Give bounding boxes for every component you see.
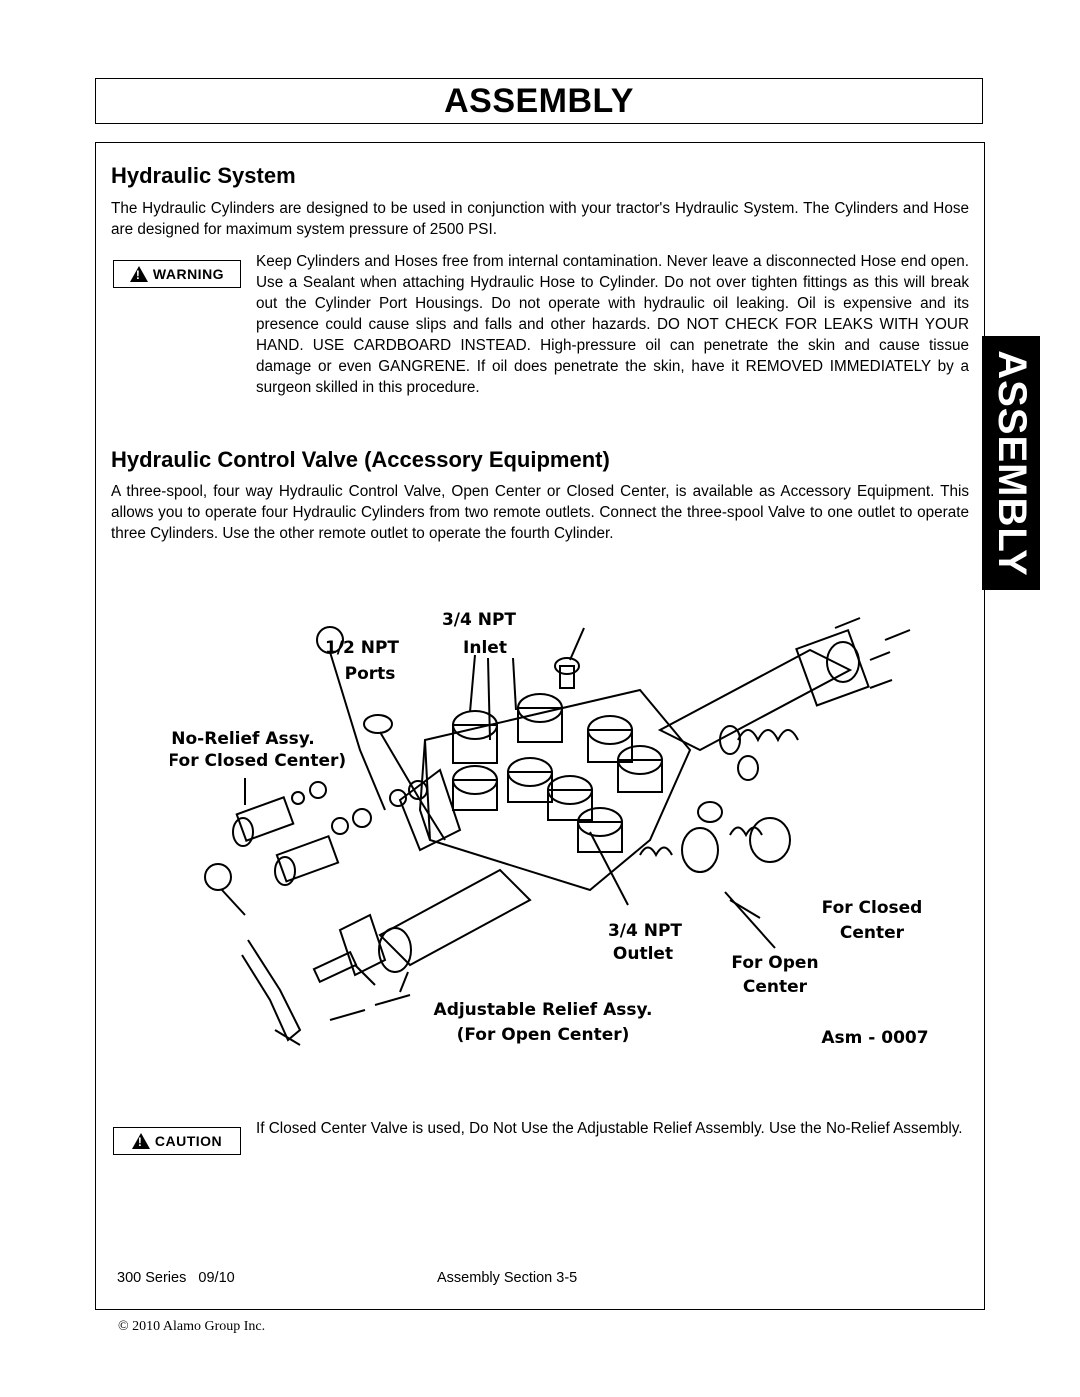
copyright: © 2010 Alamo Group Inc. xyxy=(118,1319,266,1334)
page-header: ASSEMBLY xyxy=(95,78,983,124)
caution-sign: CAUTION xyxy=(113,1127,241,1155)
warning-text: Keep Cylinders and Hoses free from inter… xyxy=(256,253,969,396)
label-norelief: No-Relief Assy. xyxy=(171,729,314,749)
control-valve-text: A three-spool, four way Hydraulic Contro… xyxy=(111,483,969,542)
label-closed-center: Center xyxy=(840,923,905,943)
side-tab-label: ASSEMBLY xyxy=(989,349,1034,577)
label-adjustable-relief-sub: (For Open Center) xyxy=(457,1025,630,1045)
footer-section: Assembly Section 3-5 xyxy=(437,1270,578,1286)
label-outlet-npt: 3/4 NPT xyxy=(608,921,682,941)
warning-icon xyxy=(129,266,148,282)
hydraulic-system-intro: The Hydraulic Cylinders are designed to … xyxy=(111,200,969,238)
caution-icon xyxy=(131,1133,150,1149)
page-title: ASSEMBLY xyxy=(444,81,634,120)
label-for-closed: For Closed xyxy=(822,898,923,918)
label-open-center: Center xyxy=(743,977,808,997)
label-asm-number: Asm - 0007 xyxy=(821,1028,928,1048)
content-frame xyxy=(95,142,985,1310)
warning-label: WARNING xyxy=(152,266,225,282)
label-outlet: Outlet xyxy=(613,944,673,964)
label-inlet-npt: 3/4 NPT xyxy=(442,610,516,630)
label-adjustable-relief: Adjustable Relief Assy. xyxy=(434,1000,653,1020)
footer-series: 300 Series 09/10 xyxy=(117,1270,235,1286)
label-ports: Ports xyxy=(345,664,396,684)
label-norelief-sub: (For Closed Center) xyxy=(170,751,346,771)
label-inlet: Inlet xyxy=(463,638,507,658)
caution-text: If Closed Center Valve is used, Do Not U… xyxy=(256,1120,963,1137)
label-for-open: For Open xyxy=(731,953,818,973)
warning-sign: WARNING xyxy=(113,260,241,288)
section-heading-hydraulic-system: Hydraulic System xyxy=(111,163,296,188)
caution-label: CAUTION xyxy=(154,1133,223,1149)
label-ports-npt: 1/2 NPT xyxy=(325,638,399,658)
valve-diagram: 3/4 NPT Inlet 1/2 NPT Ports No-Relief As… xyxy=(160,600,950,1060)
section-heading-control-valve: Hydraulic Control Valve (Accessory Equip… xyxy=(111,447,610,472)
side-tab: ASSEMBLY xyxy=(982,336,1040,590)
